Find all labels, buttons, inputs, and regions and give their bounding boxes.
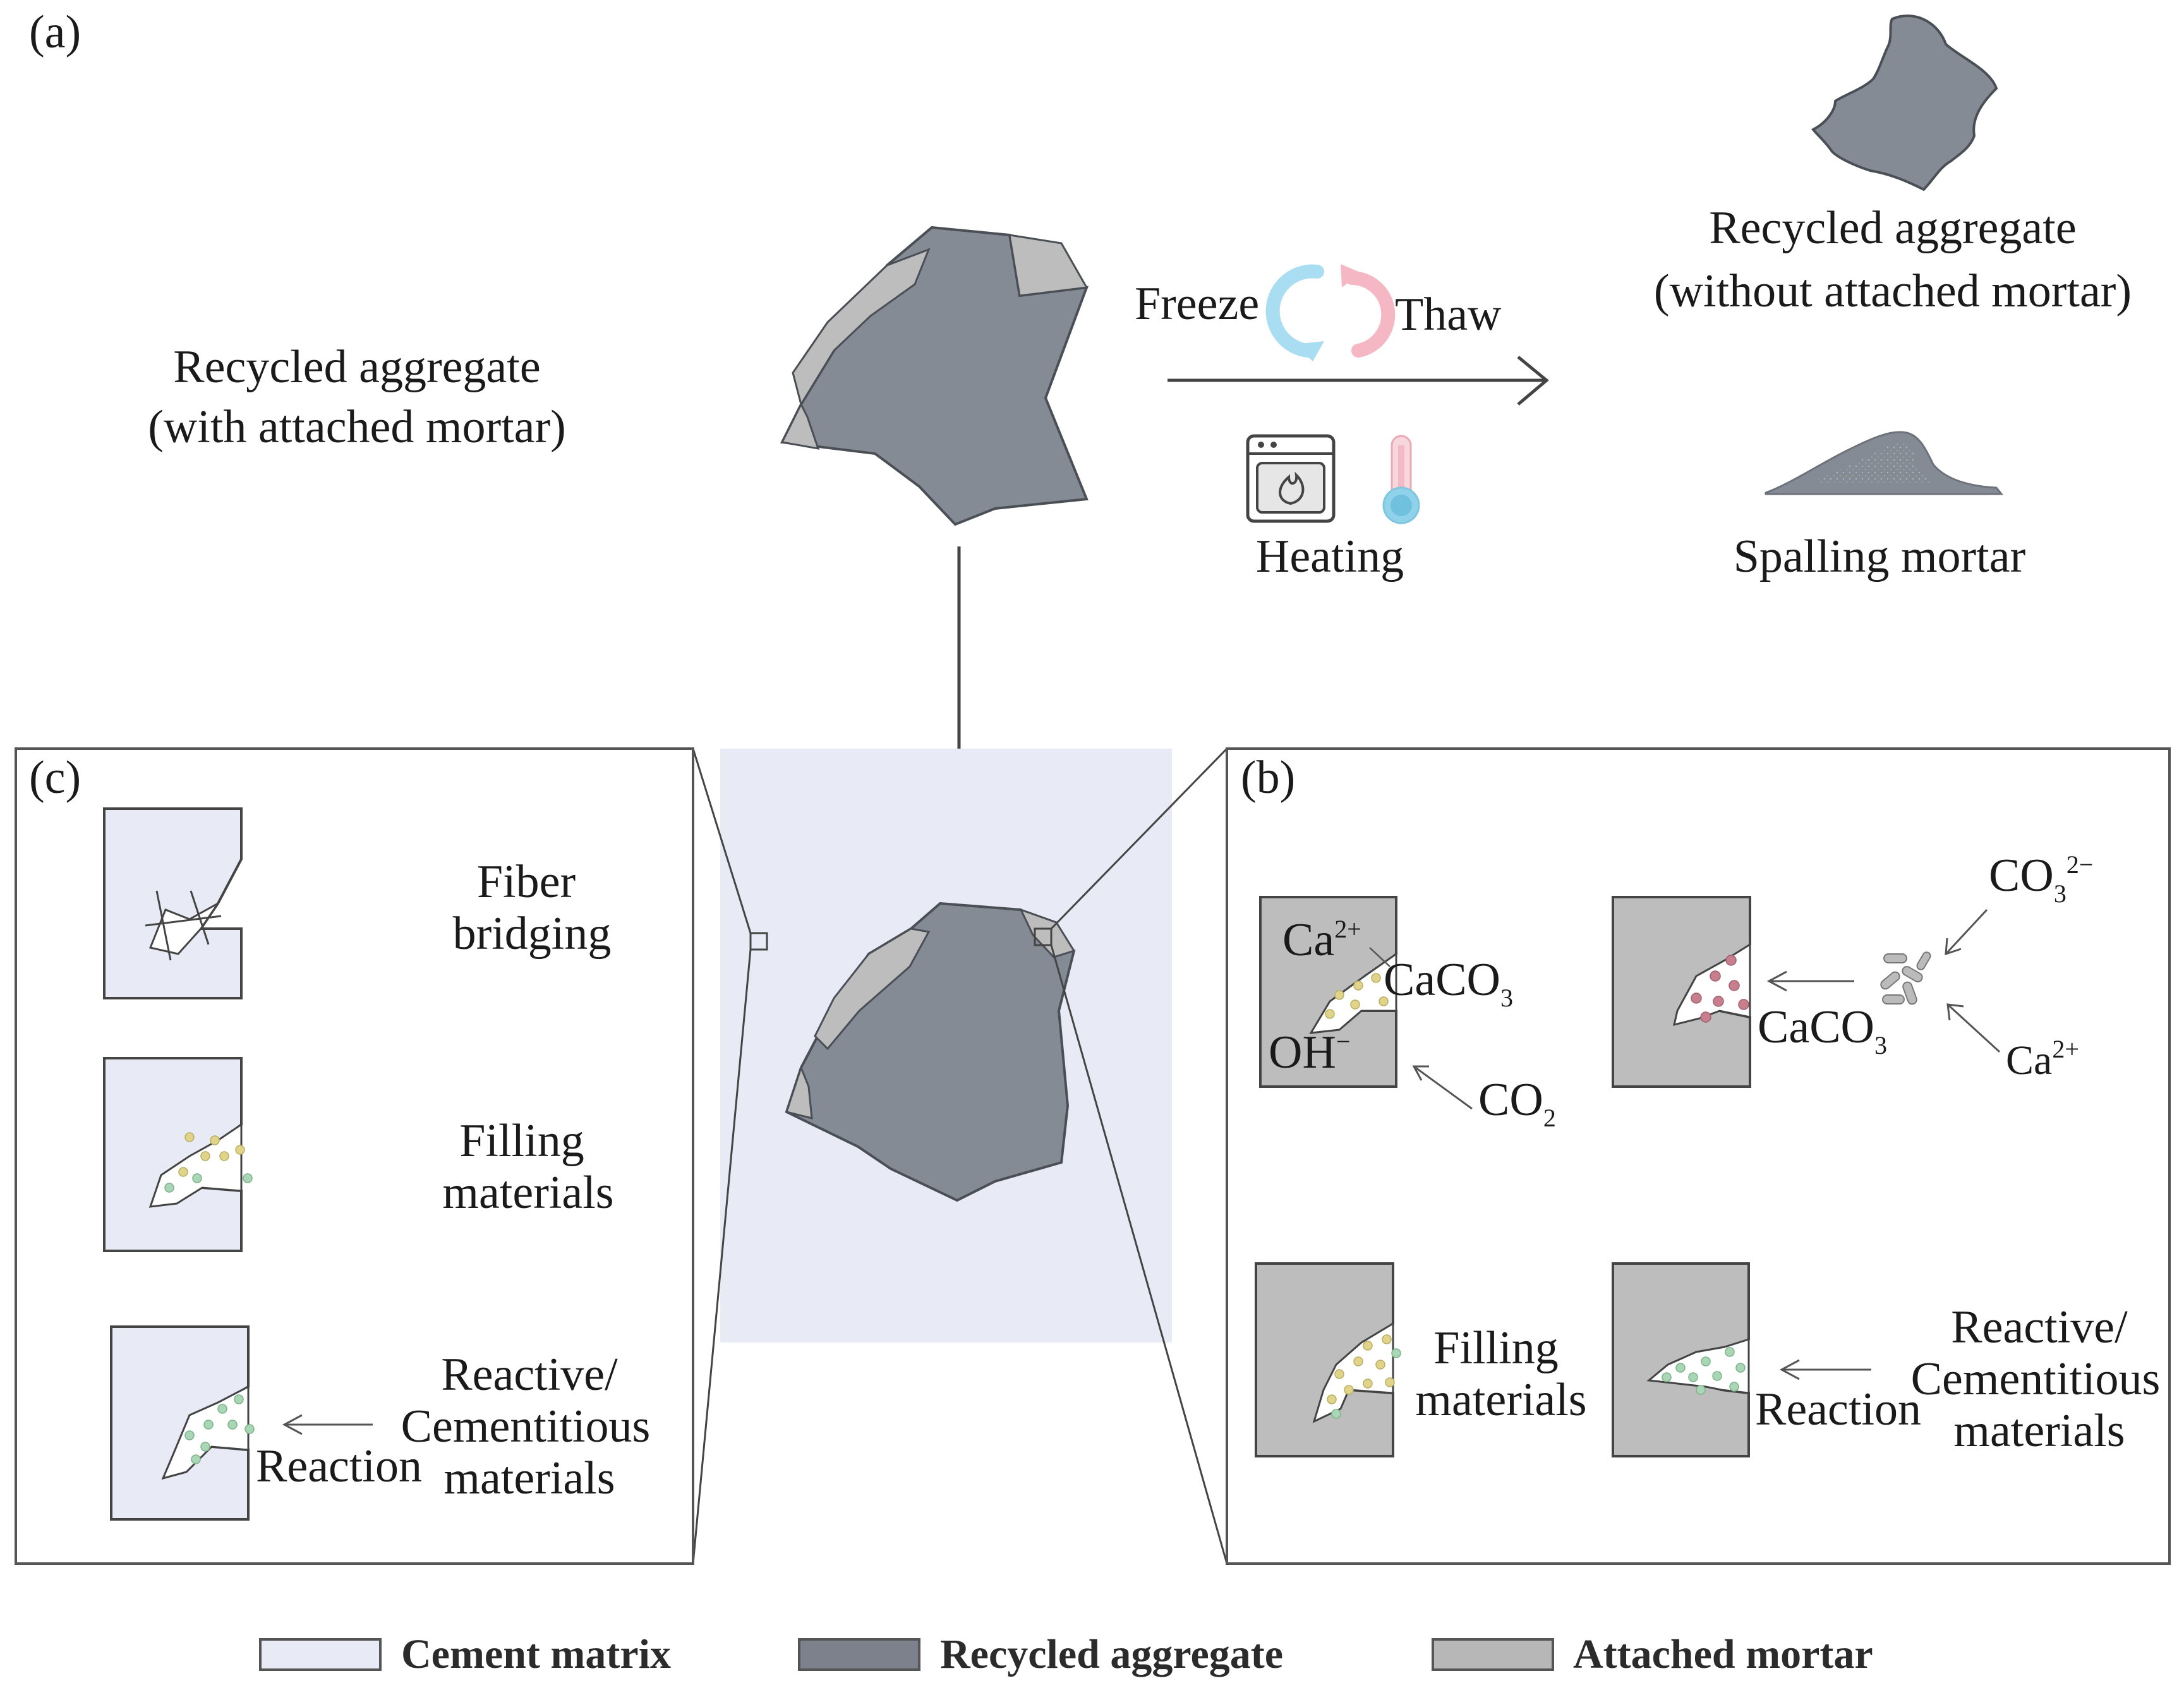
- legend-label: Cement matrix: [401, 1631, 671, 1677]
- embedded-aggregate: [785, 902, 1076, 1202]
- filling-label-b-2: materials: [1415, 1374, 1586, 1426]
- oh-superscript: −: [1336, 1027, 1351, 1056]
- zoom-marker-right: [1034, 927, 1053, 946]
- caco3-text-2: CaCO: [1758, 1001, 1874, 1053]
- panel-label-a: (a): [29, 6, 81, 58]
- right-label-line2: (without attached mortar): [1654, 265, 2132, 317]
- ca-superscript-2: 2+: [2052, 1035, 2079, 1063]
- legend-label: Attached mortar: [1573, 1631, 1873, 1677]
- oh-text: OH: [1269, 1027, 1336, 1078]
- reaction-label-c: Reaction: [256, 1440, 422, 1492]
- reactive-label-b-2: Cementitious: [1911, 1353, 2161, 1405]
- ca-text: Ca: [1282, 914, 1334, 966]
- reactive-label-c-1: Reactive/: [441, 1349, 618, 1401]
- freeze-label: Freeze: [1135, 278, 1259, 330]
- co3-superscript: 2−: [2066, 850, 2094, 879]
- heating-label: Heating: [1256, 531, 1404, 582]
- fiber-bridging-sketch: [103, 807, 243, 999]
- caco3-subscript-2: 3: [1874, 1031, 1887, 1059]
- aggregate-with-mortar: [780, 226, 1089, 526]
- legend-item-attached-mortar: Attached mortar: [1432, 1631, 1873, 1677]
- carbonation-sketch: [1259, 896, 1473, 1110]
- co2-text: CO: [1478, 1074, 1543, 1126]
- oh-ion-label: OH−: [1269, 1027, 1350, 1078]
- co3-label: CO32−: [1989, 850, 2093, 908]
- bacteria-icon: [1880, 951, 1931, 1005]
- reaction-sketch-b: [1612, 1262, 1871, 1457]
- clean-aggregate: [1811, 15, 1998, 191]
- ca-text-2: Ca: [2006, 1037, 2052, 1083]
- mortar-patch: [792, 248, 931, 407]
- legend-label: Recycled aggregate: [940, 1631, 1283, 1677]
- reaction-sketch-c: [110, 1325, 373, 1521]
- mortar-patch: [780, 402, 820, 450]
- ca-ion-label-2: Ca2+: [2006, 1035, 2079, 1083]
- microbial-sketch: [1612, 896, 2001, 1088]
- left-aggregate-label: Recycled aggregate (with attached mortar…: [148, 341, 566, 453]
- ca-superscript: 2+: [1334, 915, 1361, 943]
- fiber-label-1: Fiber: [477, 856, 576, 908]
- reactive-label-c-2: Cementitious: [401, 1401, 651, 1452]
- legend: Cement matrix Recycled aggregate Attache…: [259, 1631, 1873, 1677]
- zoom-line: [1050, 747, 1228, 930]
- mortar-patch: [1008, 234, 1089, 297]
- zoom-line: [692, 748, 752, 934]
- freeze-thaw-cycle-icon: [1265, 264, 1396, 361]
- filling-sketch-c: [103, 1057, 253, 1252]
- filling-label-b-1: Filling: [1433, 1322, 1558, 1374]
- legend-item-recycled-aggregate: Recycled aggregate: [798, 1631, 1283, 1677]
- zoom-line: [692, 949, 752, 1564]
- zoom-line: [1050, 944, 1228, 1564]
- co2-subscript: 2: [1543, 1104, 1556, 1132]
- process-arrow: [1167, 356, 1549, 406]
- left-label-line1: Recycled aggregate: [173, 341, 540, 393]
- reaction-label-b: Reaction: [1755, 1384, 1921, 1435]
- oven-icon: [1246, 434, 1336, 523]
- caco3-subscript: 3: [1500, 984, 1513, 1012]
- reactive-label-c-3: materials: [443, 1452, 615, 1504]
- fiber-label-2: bridging: [453, 908, 612, 960]
- panel-label-b: (b): [1241, 752, 1295, 804]
- co2-label: CO2: [1478, 1074, 1556, 1132]
- right-label-line1: Recycled aggregate: [1709, 202, 2076, 254]
- co3-text: CO: [1989, 850, 2054, 902]
- zoom-marker-left: [749, 932, 768, 951]
- filling-label-c-2: materials: [442, 1167, 613, 1219]
- spalling-label: Spalling mortar: [1734, 531, 2025, 582]
- spalling-mortar: [1765, 431, 2004, 495]
- caco3-label-2: CaCO3: [1758, 1001, 1887, 1059]
- thermometer-icon: [1382, 435, 1420, 524]
- legend-item-cement-matrix: Cement matrix: [259, 1631, 671, 1677]
- left-label-line2: (with attached mortar): [148, 401, 566, 453]
- reactive-label-b-1: Reactive/: [1951, 1301, 2128, 1353]
- co3-subscript: 3: [2054, 879, 2066, 908]
- panel-label-c: (c): [29, 752, 81, 804]
- reactive-label-b-3: materials: [1953, 1405, 2125, 1457]
- filling-sketch-b: [1255, 1262, 1401, 1457]
- caco3-label-1: CaCO3: [1384, 954, 1513, 1012]
- ca-ion-label: Ca2+: [1282, 914, 1361, 966]
- filling-label-c-1: Filling: [459, 1115, 584, 1167]
- caco3-text: CaCO: [1384, 954, 1500, 1006]
- thaw-label: Thaw: [1395, 289, 1502, 341]
